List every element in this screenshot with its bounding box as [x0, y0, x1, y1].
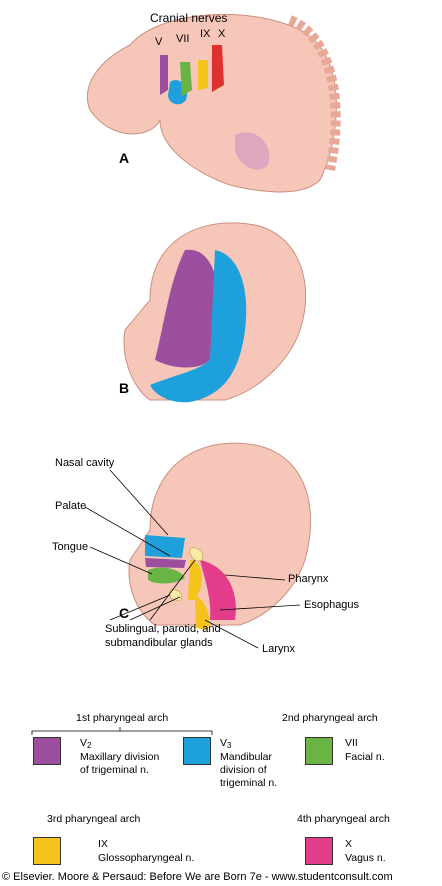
legend-arch4-heading: 4th pharyngeal arch: [297, 813, 390, 825]
legend-v3-line1: Mandibular: [220, 751, 272, 763]
swatch-mandibular: [183, 737, 211, 765]
legend-v2-line2: of trigeminal n.: [80, 764, 149, 776]
legend-v2-nerve: V2: [80, 737, 92, 750]
legend-ix-line1: Glossopharyngeal n.: [98, 852, 195, 864]
legend-arch3-heading: 3rd pharyngeal arch: [47, 813, 141, 825]
legend-x-line1: Vagus n.: [345, 852, 386, 864]
legend-vii-line1: Facial n.: [345, 751, 385, 763]
label-palate: Palate: [55, 500, 87, 512]
legend-v2-line1: Maxillary division: [80, 751, 160, 763]
embryo-illustration: [86, 13, 341, 193]
label-nasal-cavity: Nasal cavity: [55, 457, 115, 469]
head-illustration-c: [128, 442, 312, 630]
legend-arch1-heading: 1st pharyngeal arch: [76, 712, 169, 724]
copyright-text: © Elsevier. Moore & Persaud: Before We a…: [2, 871, 393, 883]
nerve-label-vii: VII: [176, 33, 190, 45]
nerve-label-ix: IX: [200, 28, 211, 40]
legend-x-nerve: X: [345, 838, 353, 850]
legend-arch2-heading: 2nd pharyngeal arch: [282, 712, 378, 724]
panel-letter-c: C: [119, 605, 130, 621]
swatch-vagus: [305, 837, 333, 865]
label-glands-line2: submandibular glands: [105, 637, 213, 649]
label-pharynx: Pharynx: [288, 573, 329, 585]
swatch-maxillary: [33, 737, 61, 765]
legend-bracket: [31, 727, 213, 735]
legend-v3-nerve: V3: [220, 737, 232, 750]
pointer-lines: [84, 469, 301, 649]
nerve-label-v: V: [155, 36, 163, 48]
legend-v3-line2: division of: [220, 764, 267, 776]
nerve-label-x: X: [218, 28, 226, 40]
swatch-glossopharyngeal: [33, 837, 61, 865]
legend-ix-nerve: IX: [98, 838, 108, 850]
legend-vii-nerve: VII: [345, 737, 358, 749]
panel-letter-a: A: [119, 150, 130, 166]
swatch-facial: [305, 737, 333, 765]
label-glands-line1: Sublingual, parotid, and: [105, 623, 221, 635]
label-larynx: Larynx: [262, 643, 296, 655]
cranial-nerves-title: Cranial nerves: [150, 11, 228, 25]
label-tongue: Tongue: [52, 541, 89, 553]
panel-letter-b: B: [119, 380, 130, 396]
head-illustration-b: [123, 222, 307, 403]
label-esophagus: Esophagus: [304, 599, 360, 611]
legend-v3-line3: trigeminal n.: [220, 777, 278, 789]
